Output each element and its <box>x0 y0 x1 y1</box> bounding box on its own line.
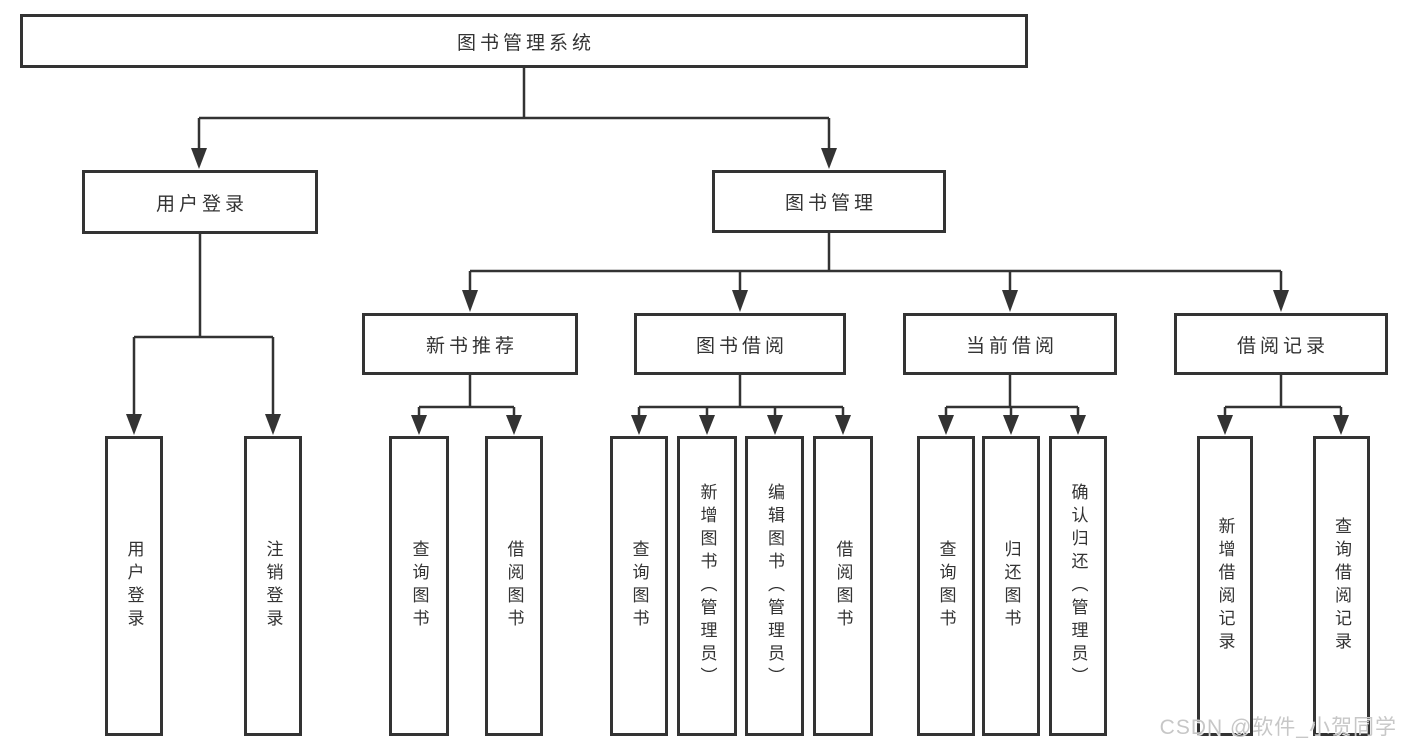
node-borrow-record: 借阅记录 <box>1174 313 1388 375</box>
node-leaf-query-books-borrow: 查询图书 <box>610 436 668 736</box>
node-label: 确认归还（管理员） <box>1068 482 1088 690</box>
node-leaf-borrow-books-recommend: 借阅图书 <box>485 436 543 736</box>
node-leaf-confirm-return-admin: 确认归还（管理员） <box>1049 436 1107 736</box>
node-book-borrow: 图书借阅 <box>634 313 846 375</box>
node-leaf-add-borrow-record: 新增借阅记录 <box>1197 436 1253 736</box>
node-label: 注销登录 <box>263 540 283 632</box>
node-label: 归还图书 <box>1001 540 1021 632</box>
node-label: 借阅图书 <box>833 540 853 632</box>
node-label: 用户登录 <box>155 193 248 215</box>
node-label: 图书借阅 <box>695 335 788 357</box>
node-label: 用户登录 <box>124 540 144 632</box>
node-label: 查询图书 <box>409 540 429 632</box>
node-book-management: 图书管理 <box>712 170 946 233</box>
watermark: CSDN @软件_小贺同学 <box>1159 716 1397 739</box>
node-leaf-user-login: 用户登录 <box>105 436 163 736</box>
node-leaf-query-borrow-record: 查询借阅记录 <box>1313 436 1370 736</box>
node-label: 借阅记录 <box>1236 335 1329 357</box>
node-leaf-edit-books-admin: 编辑图书（管理员） <box>745 436 804 736</box>
node-label: 图书管理 <box>784 193 877 214</box>
node-label: 新书推荐 <box>425 335 518 357</box>
node-leaf-borrow-books: 借阅图书 <box>813 436 873 736</box>
node-user-login: 用户登录 <box>82 170 318 234</box>
node-leaf-logout: 注销登录 <box>244 436 302 736</box>
node-current-borrow: 当前借阅 <box>903 313 1117 375</box>
node-label: 借阅图书 <box>504 540 524 632</box>
node-label: 编辑图书（管理员） <box>765 482 784 690</box>
node-new-book-recommend: 新书推荐 <box>362 313 578 375</box>
node-label: 新增借阅记录 <box>1215 517 1235 655</box>
node-label: 图书管理系统 <box>456 32 595 54</box>
node-leaf-add-books-admin: 新增图书（管理员） <box>677 436 737 736</box>
node-label: 新增图书（管理员） <box>697 482 717 690</box>
node-label: 查询图书 <box>936 540 956 632</box>
node-library-management-system: 图书管理系统 <box>20 14 1028 68</box>
node-leaf-return-books: 归还图书 <box>982 436 1040 736</box>
node-label: 当前借阅 <box>965 335 1058 357</box>
node-label: 查询借阅记录 <box>1332 517 1351 655</box>
node-label: 查询图书 <box>629 540 649 632</box>
node-leaf-query-books-recommend: 查询图书 <box>389 436 449 736</box>
node-leaf-query-books-current: 查询图书 <box>917 436 975 736</box>
